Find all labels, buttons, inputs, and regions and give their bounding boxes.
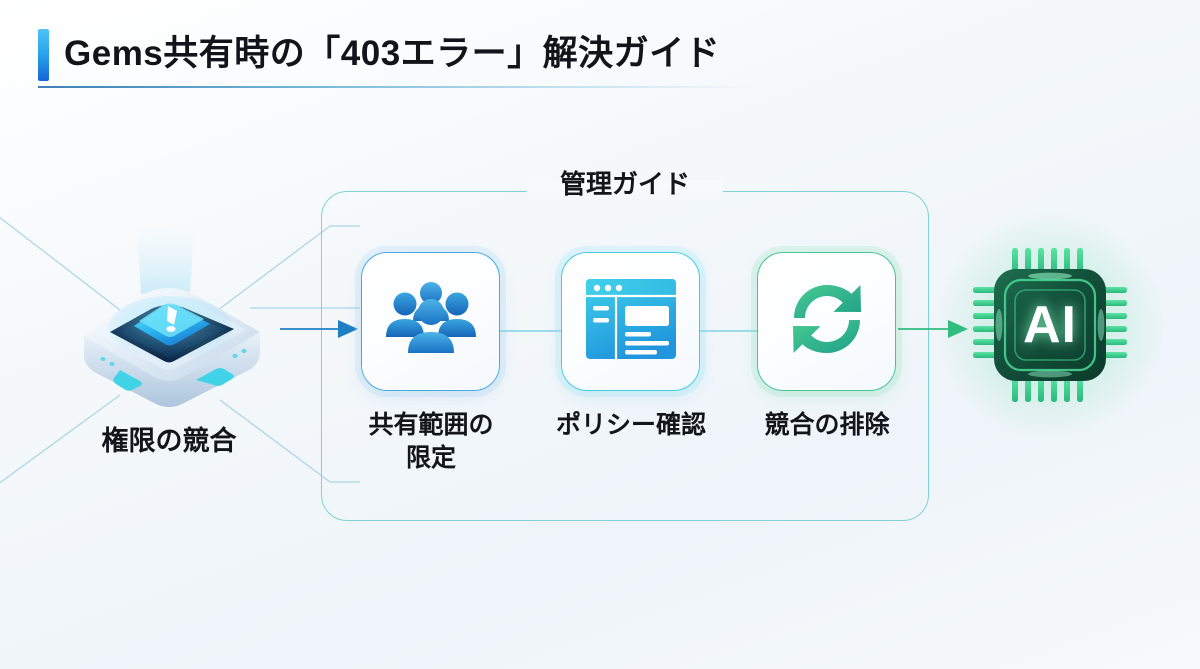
step-card-2[interactable] — [561, 252, 700, 391]
page-title: Gems共有時の「403エラー」解決ガイド — [64, 34, 721, 73]
step-card-1[interactable] — [361, 252, 500, 391]
group-label: 管理ガイド — [559, 169, 690, 199]
step-card-1-label-line1: 共有範囲の — [368, 411, 494, 439]
users-group-icon — [383, 279, 479, 364]
source-node-label: 権限の競合 — [101, 426, 237, 456]
step-card-2-label-line1: ポリシー確認 — [555, 411, 706, 439]
alert-device-icon — [44, 228, 294, 418]
title-accent-bar — [38, 29, 49, 81]
step-card-3-label: 競合の排除 — [727, 409, 927, 442]
ai-chip-icon: AI — [937, 212, 1163, 438]
page-header: Gems共有時の「403エラー」解決ガイド — [0, 0, 1200, 100]
step-card-1-label-line2: 限定 — [405, 444, 456, 472]
header-divider — [38, 86, 756, 88]
chip-label: AI — [1023, 296, 1077, 354]
step-card-3-label-line1: 競合の排除 — [764, 411, 890, 439]
step-card-2-label: ポリシー確認 — [531, 409, 731, 442]
group-label-gap — [527, 180, 723, 204]
dashboard-window-icon — [585, 278, 677, 365]
step-card-1-label: 共有範囲の 限定 — [341, 409, 521, 475]
refresh-sync-icon — [783, 275, 871, 368]
step-card-3[interactable] — [757, 252, 896, 391]
